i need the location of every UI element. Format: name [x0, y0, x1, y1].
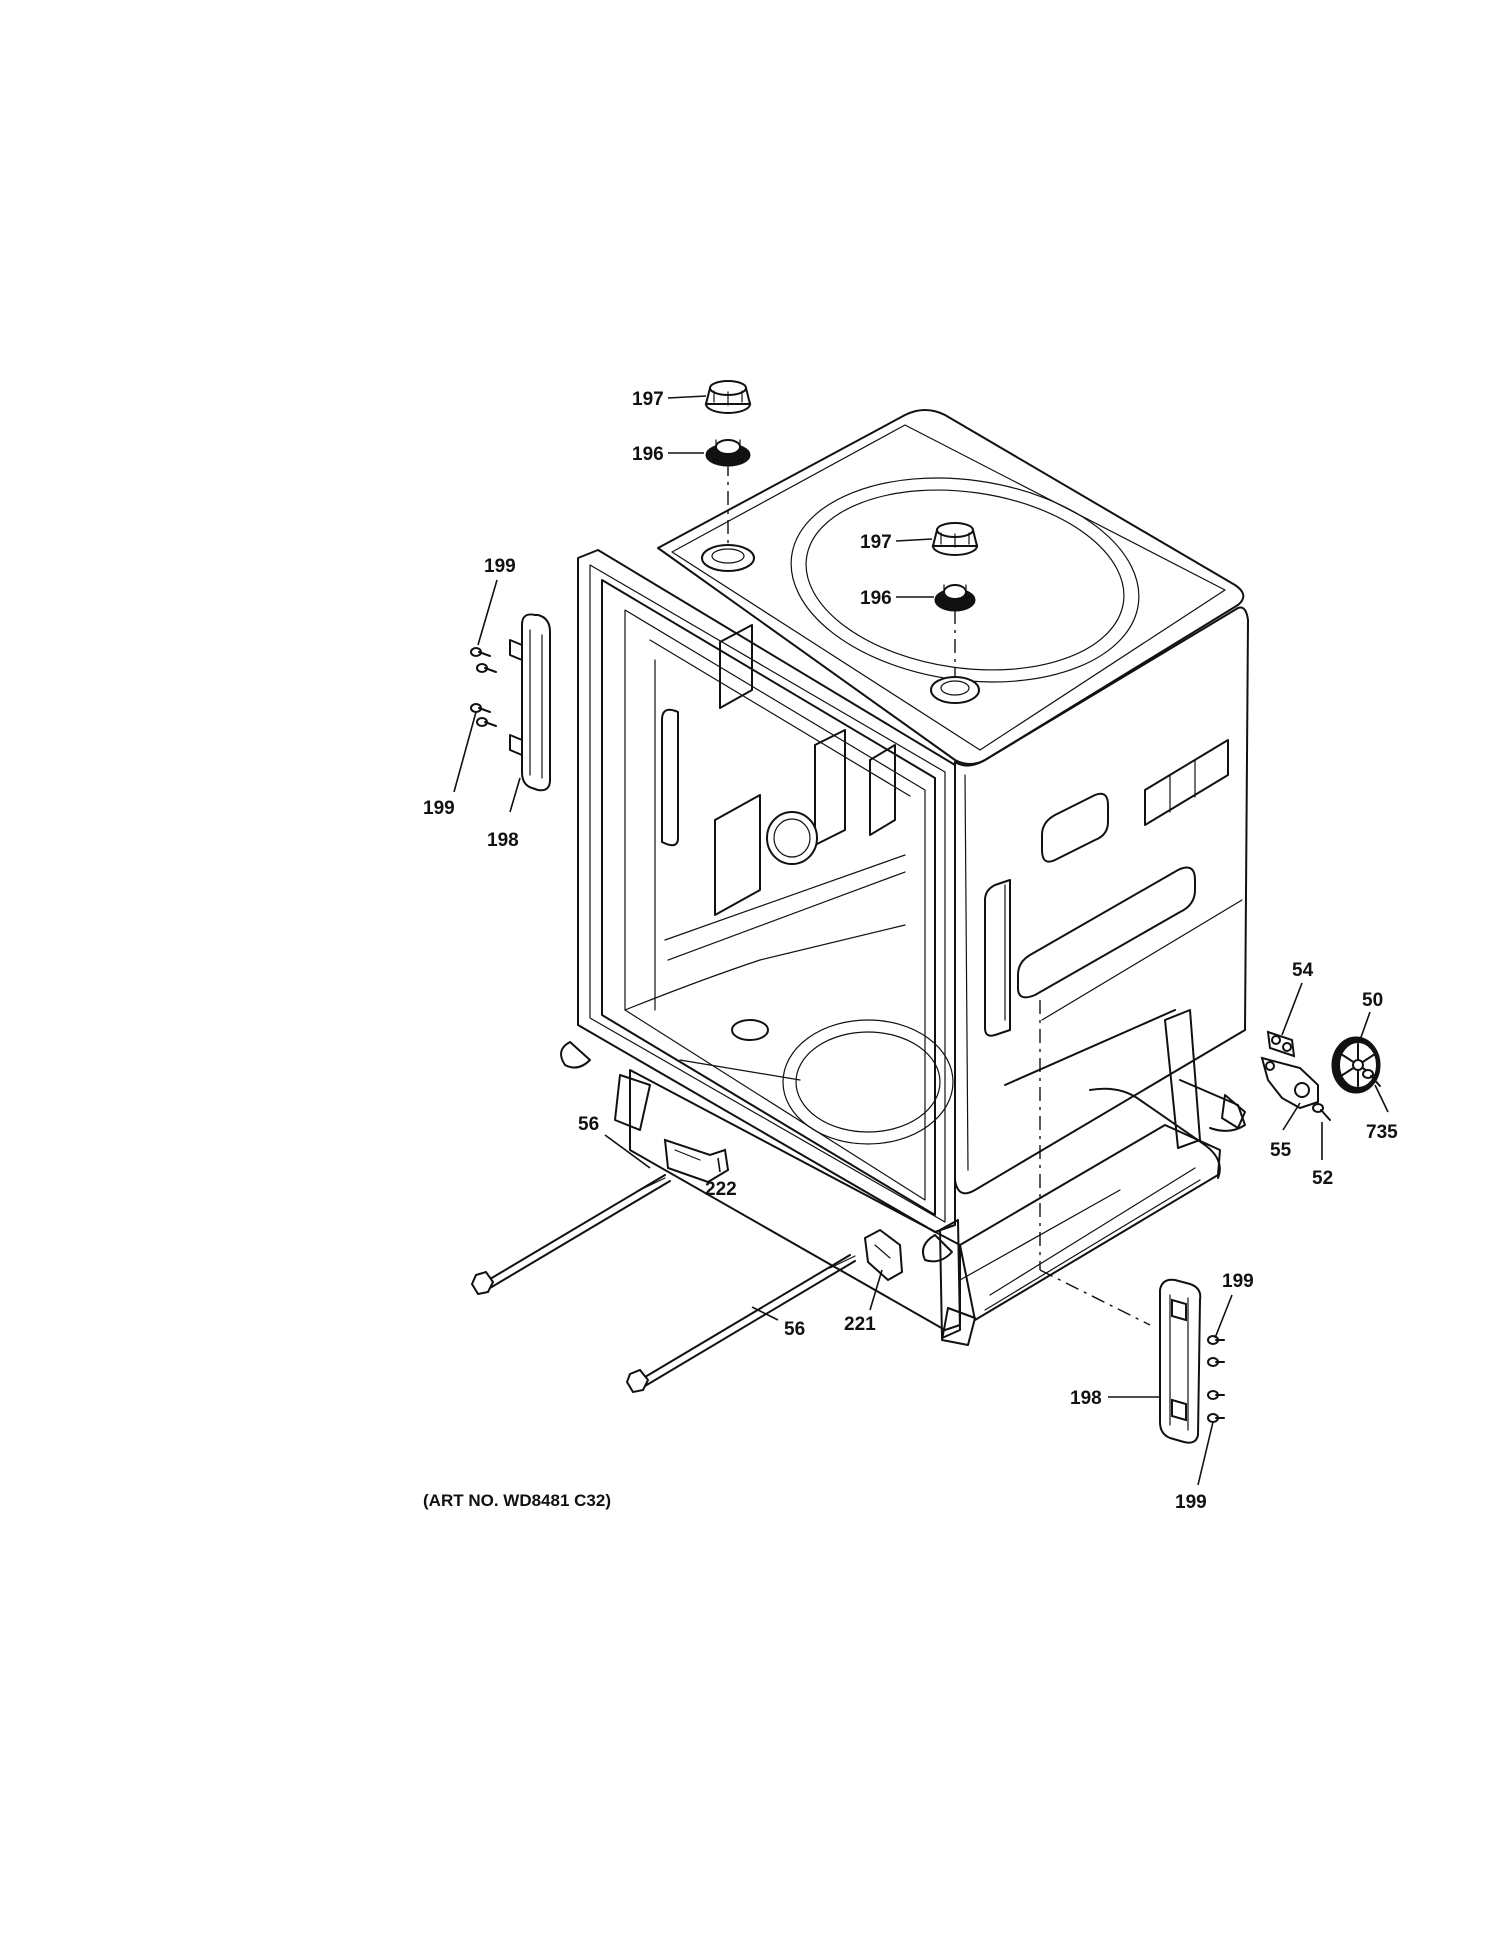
callout-199-lower-right-bottom: 199 — [1175, 1492, 1207, 1513]
callout-54: 54 — [1292, 960, 1314, 981]
hinge-arm-55 — [1260, 1056, 1319, 1110]
dishwasher-tub — [560, 409, 1249, 1346]
callout-56-lower: 56 — [784, 1319, 805, 1340]
callout-199-lower-right-top: 199 — [1222, 1271, 1254, 1292]
grommet-196-top — [705, 439, 751, 467]
hinge-screw-52 — [1312, 1103, 1331, 1121]
hinge-part-54 — [1266, 1030, 1296, 1058]
callout-197-top: 197 — [632, 389, 664, 410]
bracket-222 — [663, 1138, 730, 1184]
leveling-leg-56-upper — [470, 1174, 671, 1296]
callout-55: 55 — [1270, 1140, 1292, 1161]
side-bracket-198-left — [509, 613, 551, 792]
side-bracket-198-right — [1159, 1278, 1202, 1444]
nut-197-top — [704, 380, 752, 414]
callout-199-upper-left-top: 199 — [484, 556, 516, 577]
screws-199-right — [1207, 1335, 1225, 1423]
nut-197-mid — [931, 522, 979, 556]
art-number-caption: (ART NO. WD8481 C32) — [423, 1491, 611, 1510]
callout-196-mid: 196 — [860, 588, 892, 609]
screws-199-left — [470, 647, 497, 727]
callout-labels: 197 196 197 196 199 199 198 54 50 55 52 … — [423, 389, 1398, 1513]
callout-56-upper: 56 — [578, 1114, 599, 1135]
bracket-221 — [863, 1228, 904, 1282]
callout-196-top: 196 — [632, 444, 664, 465]
hinge-wheel-50 — [1331, 1036, 1381, 1094]
callout-221: 221 — [844, 1314, 876, 1335]
leveling-leg-56-lower — [625, 1254, 856, 1394]
leader-lines — [453, 395, 1389, 1486]
callout-222: 222 — [705, 1179, 737, 1200]
callout-198-right: 198 — [1070, 1388, 1102, 1409]
hinge-screw-735 — [1362, 1069, 1381, 1087]
callout-198-left: 198 — [487, 830, 519, 851]
callout-50: 50 — [1362, 990, 1383, 1011]
callout-197-mid: 197 — [860, 532, 892, 553]
callout-199-upper-left-bottom: 199 — [423, 798, 455, 819]
callout-735: 735 — [1366, 1122, 1398, 1143]
callout-52: 52 — [1312, 1168, 1333, 1189]
grommet-196-mid — [934, 584, 976, 612]
